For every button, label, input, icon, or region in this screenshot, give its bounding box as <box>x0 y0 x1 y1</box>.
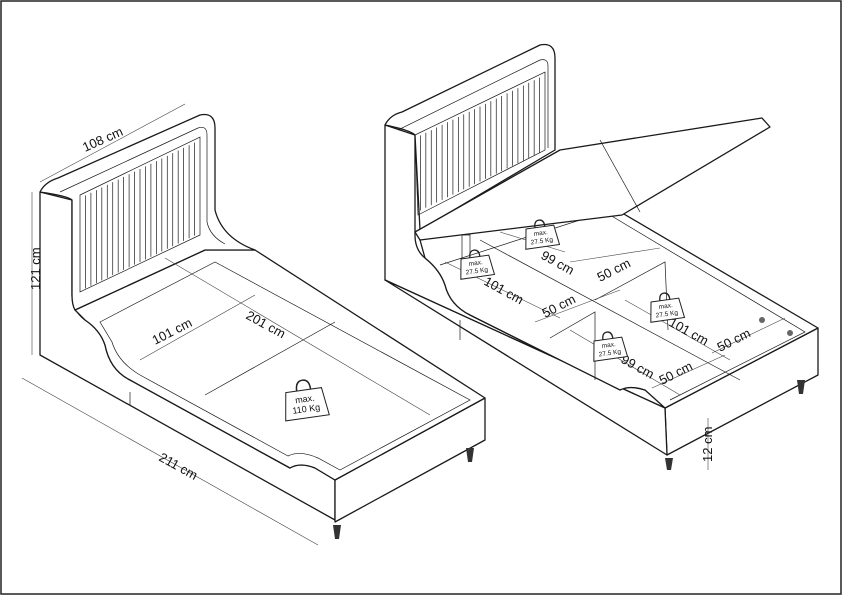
weight-line1: max. <box>468 259 483 268</box>
weight-line2: 27.5 Kg <box>530 236 554 246</box>
bed-leg <box>665 458 673 470</box>
leg-height-label: 12 cm <box>700 427 715 462</box>
compartment-2-weight-icon: max. 27.5 Kg <box>460 249 496 280</box>
bed-leg <box>466 448 474 462</box>
left-bed: 108 cm 121 cm 211 cm 201 cm 101 cm max. … <box>21 103 486 546</box>
weight-limit-line1: max. <box>295 393 316 406</box>
right-bed: 99 cm 50 cm 101 cm 50 cm 101 cm 50 cm 99… <box>384 43 819 470</box>
weight-line2: 27.5 Kg <box>655 309 679 319</box>
compartment-4-weight-icon: max. 27.5 Kg <box>593 331 629 362</box>
compartment-3-weight-icon: max. 27.5 Kg <box>650 292 686 323</box>
compartment-1-weight-icon: max. 27.5 Kg <box>525 219 561 250</box>
weight-line1: max. <box>658 302 673 311</box>
bed-leg <box>333 525 341 539</box>
weight-limit-line2: 110 Kg <box>292 402 321 416</box>
left-length-label: 211 cm <box>157 450 201 483</box>
weight-line2: 27.5 Kg <box>465 266 489 276</box>
bed-leg <box>797 380 805 394</box>
weight-limit-icon: max. 110 Kg <box>285 379 330 422</box>
weight-line1: max. <box>601 341 616 350</box>
headboard-channels <box>85 142 195 289</box>
left-width-label: 108 cm <box>80 124 125 155</box>
headboard-channels <box>420 77 540 211</box>
left-height-label: 121 cm <box>28 247 43 290</box>
weight-line2: 27.5 Kg <box>598 348 622 358</box>
weight-line1: max. <box>533 229 548 238</box>
storage-lid[interactable] <box>414 117 771 241</box>
